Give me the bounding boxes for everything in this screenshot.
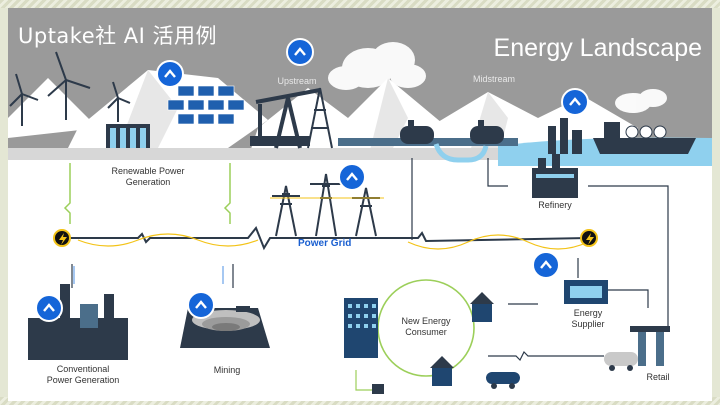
battery-flow [355, 370, 372, 391]
pump-base [250, 136, 310, 146]
power-grid-label: Power Grid [298, 238, 352, 249]
building-windows [348, 304, 376, 328]
grid-yellow-right [407, 234, 589, 250]
slide-frame: Uptake社 AI 活用例 Energy Landscape Upstream… [8, 8, 712, 401]
clouds [328, 42, 667, 113]
grid-yellow-left [77, 233, 259, 247]
retail-label: Retail [646, 372, 670, 382]
renewable-label: Renewable Power Generation [111, 166, 185, 187]
supplier-chevron-up-icon[interactable] [532, 251, 560, 279]
wind-turbine-icon [9, 51, 131, 126]
top-decoration [0, 0, 720, 8]
charging-station-icon [630, 326, 670, 366]
landscape-heading: Energy Landscape [493, 34, 702, 62]
renewable-flows [63, 163, 231, 224]
lightning-bolt-icon [580, 229, 598, 247]
conventional-chevron-up-icon[interactable] [35, 294, 63, 322]
power-grid-line [60, 226, 589, 251]
hydro-dam-icon [106, 124, 150, 148]
car-icon [486, 352, 638, 389]
solar-panel-icon [167, 85, 245, 125]
energy-supplier-label: Energy Supplier [571, 308, 605, 329]
transmission-tower-icon [272, 173, 380, 237]
diagram-canvas [8, 8, 712, 394]
lightning-bolt-icon [53, 229, 71, 247]
pipeline-loop [433, 143, 489, 163]
mining-chevron-up-icon[interactable] [187, 291, 215, 319]
power-grid-chevron-up-icon[interactable] [338, 163, 366, 191]
refinery-towers-icon [548, 118, 582, 154]
refinery-chevron-up-icon[interactable] [561, 88, 589, 116]
refinery-label: Refinery [538, 200, 572, 210]
bottom-decoration [0, 397, 720, 405]
connector-lines [71, 158, 669, 362]
derrick-icon [307, 87, 333, 149]
renewable-chevron-up-icon[interactable] [156, 60, 184, 88]
battery-icon [372, 384, 384, 394]
house-icon [430, 292, 494, 386]
supplier-building-icon [564, 280, 608, 304]
midstream-label: Midstream [472, 74, 515, 84]
conventional-label: Conventional Power Generation [46, 364, 120, 385]
midstream-facility-icon [400, 120, 504, 144]
upstream-label: Upstream [277, 76, 317, 86]
mining-label: Mining [213, 365, 241, 375]
factory-icon [28, 284, 128, 360]
ship-icon [593, 122, 696, 154]
blue-connectors [73, 266, 224, 284]
new-energy-label: New Energy Consumer [401, 316, 451, 337]
upstream-chevron-up-icon[interactable] [286, 38, 314, 66]
refinery-icon [532, 154, 578, 198]
slide-title: Uptake社 AI 活用例 [18, 24, 218, 48]
